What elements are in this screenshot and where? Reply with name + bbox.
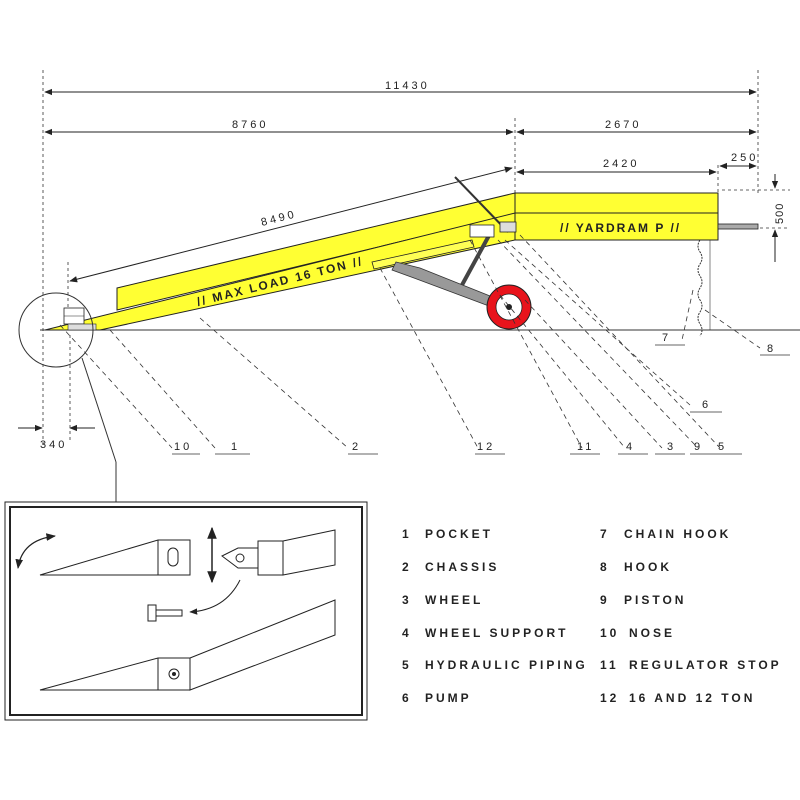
- dimension-ramp-length: 8760: [44, 119, 514, 136]
- dimension-height: 500: [771, 174, 786, 262]
- legend-label-12: 16 AND 12 TON: [629, 691, 755, 705]
- legend-num-8: 8: [600, 560, 610, 574]
- legend-num-11: 11: [600, 658, 619, 672]
- legend-label-1: POCKET: [425, 527, 493, 541]
- dimension-platform-top-text: 2420: [603, 158, 639, 170]
- callout-7: 7: [662, 332, 671, 344]
- ramp-body: [44, 192, 759, 331]
- callout-12: 12: [477, 441, 495, 453]
- legend-label-10: NOSE: [629, 626, 675, 640]
- callout-9: 9: [694, 441, 703, 453]
- callout-leaders: [59, 234, 790, 455]
- dimension-ramp-length-text: 8760: [232, 119, 268, 131]
- dimension-platform-top: 2420: [516, 158, 717, 176]
- slide-channel: [371, 239, 475, 270]
- wheel-assembly: [391, 176, 532, 330]
- piston-rod: [454, 176, 509, 233]
- legend-num-9: 9: [600, 593, 610, 607]
- end-hook-bar: [717, 223, 759, 230]
- legend-label-11: REGULATOR STOP: [629, 658, 782, 672]
- callout-10: 10: [174, 441, 192, 453]
- detail-inset: [4, 501, 368, 721]
- legend-label-8: HOOK: [624, 560, 672, 574]
- dimension-platform-length: 2670: [516, 119, 757, 136]
- legend-num-4: 4: [402, 626, 412, 640]
- legend-num-3: 3: [402, 593, 412, 607]
- dimension-nose-offset-text: 340: [40, 439, 67, 451]
- legend-num-2: 2: [402, 560, 412, 574]
- callout-1: 1: [231, 441, 240, 453]
- legend-label-4: WHEEL SUPPORT: [425, 626, 568, 640]
- chain: [697, 239, 703, 337]
- dimension-height-text: 500: [774, 203, 786, 224]
- legend-num-6: 6: [402, 691, 412, 705]
- legend-num-12: 12: [600, 691, 619, 705]
- callout-5: 5: [718, 441, 727, 453]
- legend: 1 POCKET 2 CHASSIS 3 WHEEL 4 WHEEL SUPPO…: [402, 527, 782, 705]
- callout-6: 6: [702, 399, 711, 411]
- detail-circle: [18, 292, 94, 368]
- detail-leader: [81, 357, 117, 463]
- dimension-nose-offset: 340: [18, 335, 95, 451]
- legend-label-9: PISTON: [624, 593, 686, 607]
- legend-label-2: CHASSIS: [425, 560, 499, 574]
- legend-label-5: HYDRAULIC PIPING: [425, 658, 588, 672]
- rotate-arrow-icon: [15, 533, 56, 569]
- callout-2: 2: [352, 441, 361, 453]
- legend-label-3: WHEEL: [425, 593, 483, 607]
- dimension-end-offset: 250: [719, 152, 758, 170]
- callout-4: 4: [626, 441, 635, 453]
- legend-num-10: 10: [600, 626, 619, 640]
- callout-8: 8: [767, 343, 776, 355]
- legend-label-7: CHAIN HOOK: [624, 527, 731, 541]
- pin-icon: [147, 604, 157, 622]
- legend-num-7: 7: [600, 527, 610, 541]
- ramp-slope: [44, 212, 516, 331]
- dimension-overall-text: 11430: [385, 80, 430, 92]
- legend-num-1: 1: [402, 527, 412, 541]
- dimension-overall: 11430: [44, 80, 757, 96]
- dimension-platform-length-text: 2670: [605, 119, 641, 131]
- dimension-slope-length-text: 8490: [260, 208, 298, 229]
- piston: [460, 229, 494, 286]
- dimension-end-offset-text: 250: [731, 152, 758, 164]
- ramp-platform-label: // YARDRAM P //: [560, 221, 681, 235]
- legend-num-5: 5: [402, 658, 412, 672]
- callout-3: 3: [667, 441, 676, 453]
- callout-11: 11: [577, 441, 594, 453]
- legend-label-6: PUMP: [425, 691, 472, 705]
